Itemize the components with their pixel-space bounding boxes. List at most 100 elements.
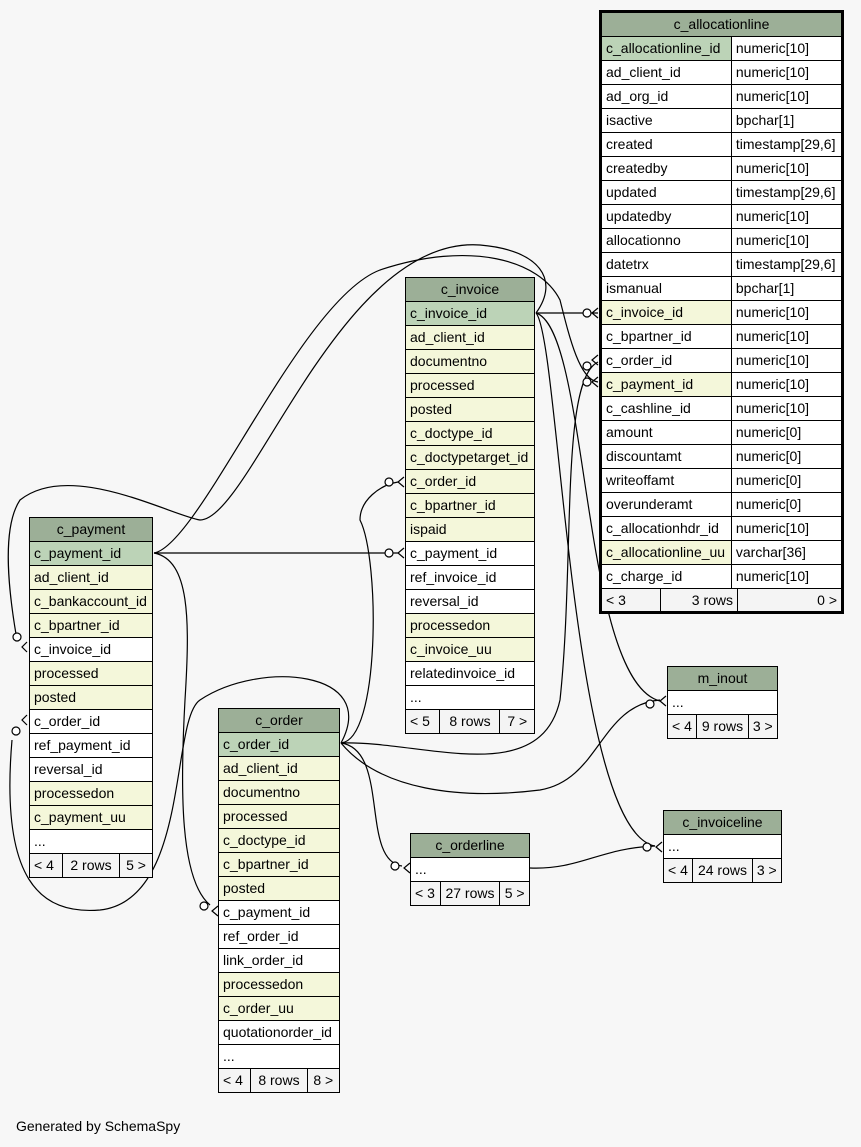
column-name[interactable]: c_charge_id	[601, 564, 732, 589]
column-name[interactable]: processedon	[218, 972, 340, 997]
column-name[interactable]: ad_client_id	[218, 756, 340, 781]
column-name[interactable]: ...	[410, 857, 530, 882]
column-name[interactable]: relatedinvoice_id	[405, 661, 535, 686]
table-row[interactable]: c_order_uu	[218, 996, 340, 1021]
column-name[interactable]: c_allocationline_id	[601, 36, 732, 61]
table-row[interactable]: c_doctype_id	[405, 421, 535, 446]
table-row[interactable]: reversal_id	[29, 757, 153, 782]
column-name[interactable]: c_invoice_id	[601, 300, 732, 325]
column-name[interactable]: documentno	[405, 349, 535, 374]
column-name[interactable]: link_order_id	[218, 948, 340, 973]
table-row[interactable]: ad_client_id	[218, 756, 340, 781]
column-name[interactable]: quotationorder_id	[218, 1020, 340, 1045]
column-name[interactable]: processed	[218, 804, 340, 829]
column-name[interactable]: c_payment_id	[601, 372, 732, 397]
table-row[interactable]: ad_client_id	[405, 325, 535, 350]
column-name[interactable]: c_order_id	[218, 732, 340, 757]
column-name[interactable]: c_doctypetarget_id	[405, 445, 535, 470]
children-count[interactable]: 5 >	[119, 853, 153, 878]
column-name[interactable]: processedon	[29, 781, 153, 806]
table-row[interactable]: quotationorder_id	[218, 1020, 340, 1045]
column-name[interactable]: c_bpartner_id	[405, 493, 535, 518]
table-header[interactable]: m_inout	[667, 666, 778, 691]
table-row[interactable]: c_order_id	[218, 732, 340, 757]
column-name[interactable]: c_order_id	[405, 469, 535, 494]
table-row[interactable]: reversal_id	[405, 589, 535, 614]
table-row[interactable]: link_order_id	[218, 948, 340, 973]
column-name[interactable]: documentno	[218, 780, 340, 805]
column-name[interactable]: c_bpartner_id	[29, 613, 153, 638]
column-name[interactable]: datetrx	[601, 252, 732, 277]
column-name[interactable]: ref_payment_id	[29, 733, 153, 758]
parents-count[interactable]: < 3	[410, 881, 441, 906]
table-header[interactable]: c_allocationline	[601, 12, 842, 37]
table-row[interactable]: posted	[218, 876, 340, 901]
children-count[interactable]: 5 >	[499, 881, 530, 906]
parents-count[interactable]: < 4	[217, 1068, 252, 1093]
column-name[interactable]: ref_invoice_id	[405, 565, 535, 590]
column-name[interactable]: posted	[218, 876, 340, 901]
table-row[interactable]: posted	[405, 397, 535, 422]
table-row[interactable]: c_bpartner_id	[29, 613, 153, 638]
children-count[interactable]: 7 >	[499, 709, 535, 734]
column-name[interactable]: isactive	[601, 108, 732, 133]
table-row[interactable]: processed	[218, 804, 340, 829]
parents-count[interactable]: < 3	[602, 589, 661, 611]
table-row[interactable]: processedon	[29, 781, 153, 806]
column-name[interactable]: c_invoice_uu	[405, 637, 535, 662]
table-row[interactable]: c_doctype_id	[218, 828, 340, 853]
column-name[interactable]: ...	[667, 690, 778, 715]
table-row[interactable]: c_invoice_uu	[405, 637, 535, 662]
column-name[interactable]: c_order_id	[29, 709, 153, 734]
table-row[interactable]: c_payment_id	[218, 900, 340, 925]
table-row[interactable]: c_bpartner_id	[405, 493, 535, 518]
table-row[interactable]: ...	[218, 1044, 340, 1069]
column-name[interactable]: createdby	[601, 156, 732, 181]
column-name[interactable]: ...	[405, 685, 535, 710]
column-name[interactable]: updated	[601, 180, 732, 205]
parents-count[interactable]: < 5	[404, 709, 441, 734]
table-row[interactable]: c_invoice_id	[405, 301, 535, 326]
table-row[interactable]: ...	[667, 690, 778, 715]
table-row[interactable]: documentno	[218, 780, 340, 805]
column-name[interactable]: c_bpartner_id	[601, 324, 732, 349]
column-name[interactable]: c_order_id	[601, 348, 732, 373]
column-name[interactable]: processed	[29, 661, 153, 686]
column-name[interactable]: reversal_id	[29, 757, 153, 782]
table-row[interactable]: c_bankaccount_id	[29, 589, 153, 614]
column-name[interactable]: c_payment_id	[29, 541, 153, 566]
column-name[interactable]: c_invoice_id	[29, 637, 153, 662]
column-name[interactable]: c_bankaccount_id	[29, 589, 153, 614]
column-name[interactable]: ref_order_id	[218, 924, 340, 949]
column-name[interactable]: c_invoice_id	[405, 301, 535, 326]
column-name[interactable]: c_payment_uu	[29, 805, 153, 830]
column-name[interactable]: ad_org_id	[601, 84, 732, 109]
table-row[interactable]: processed	[29, 661, 153, 686]
column-name[interactable]: ad_client_id	[601, 60, 732, 85]
table-row[interactable]: relatedinvoice_id	[405, 661, 535, 686]
table-row[interactable]: c_order_id	[29, 709, 153, 734]
column-name[interactable]: amount	[601, 420, 732, 445]
table-row[interactable]: processedon	[218, 972, 340, 997]
column-name[interactable]: ad_client_id	[29, 565, 153, 590]
table-row[interactable]: ispaid	[405, 517, 535, 542]
table-header[interactable]: c_payment	[29, 517, 153, 542]
table-row[interactable]: ref_order_id	[218, 924, 340, 949]
column-name[interactable]: reversal_id	[405, 589, 535, 614]
